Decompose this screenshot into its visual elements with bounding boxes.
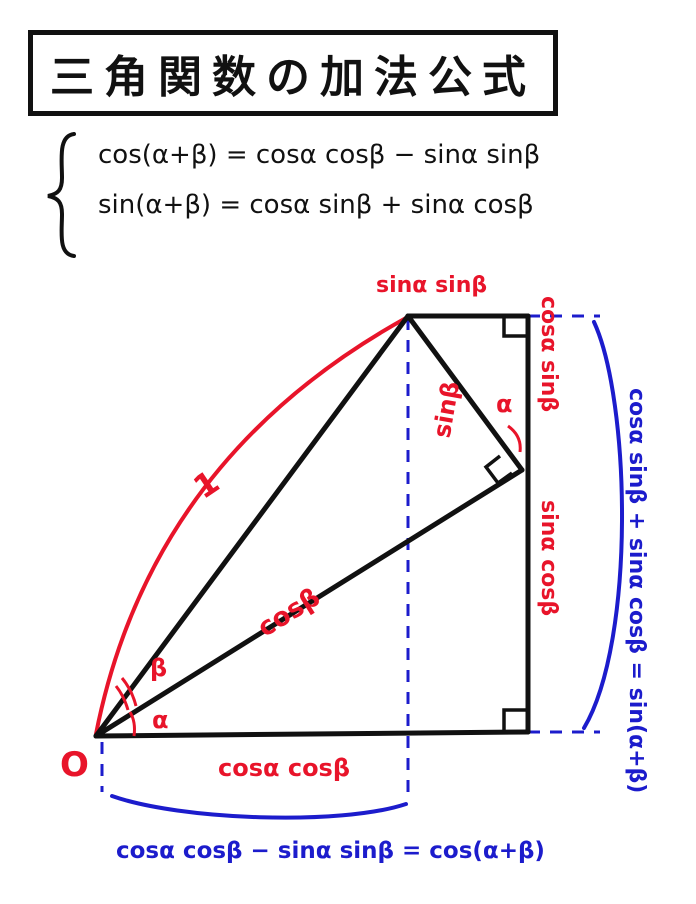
bottom-bracket [110, 794, 408, 820]
origin-label: O [60, 745, 89, 785]
beta-label: β [150, 654, 167, 682]
beta-arc-1 [114, 685, 130, 711]
segment-o-q [93, 467, 525, 739]
alpha-arc-q [507, 424, 522, 453]
cos-sum-formula: cos(α+β) = cosα cosβ − sinα sinβ [98, 140, 541, 170]
formula-brace [47, 132, 76, 258]
cos-beta-label: cosβ [253, 582, 326, 643]
right-angle-top [502, 316, 526, 338]
blue-bottom-label: cosα cosβ − sinα sinβ = cos(α+β) [116, 838, 545, 864]
sin-beta-label: sinβ [428, 379, 465, 440]
alpha-arc [128, 711, 136, 737]
beta-arc-2 [120, 677, 138, 707]
segment-o-p [93, 313, 411, 739]
segment-p-q [405, 313, 525, 473]
bottom-product-label: cosα cosβ [218, 754, 350, 782]
right-angle-q [483, 454, 514, 486]
page-title: 三角関数の加法公式 [50, 52, 536, 103]
blue-right-label: cosα sinβ + sinα cosβ = sin(α+β) [624, 388, 649, 793]
right-bracket [582, 320, 624, 730]
right-angle-bottom [502, 708, 526, 732]
sin-sum-formula: sin(α+β) = cosα sinβ + sinα cosβ [98, 190, 534, 220]
top-product-label: sinα sinβ [376, 273, 487, 298]
segment-o-r [93, 729, 531, 739]
title-box: 三角関数の加法公式 [28, 30, 558, 116]
alpha-label: α [152, 706, 169, 734]
right-lower-label: sinα cosβ [536, 500, 561, 616]
right-upper-label: cosα sinβ [536, 296, 561, 412]
unit-arc [94, 316, 408, 736]
alpha-q-label: α [496, 390, 513, 418]
